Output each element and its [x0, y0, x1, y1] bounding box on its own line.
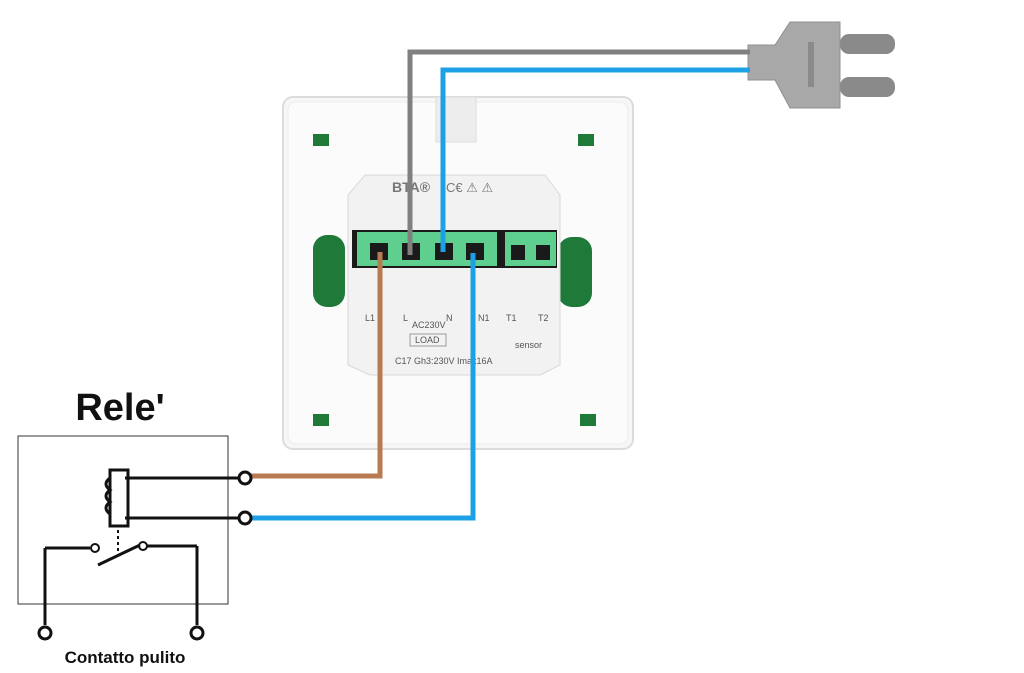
mount-hole: [313, 414, 329, 426]
label-l: L: [403, 313, 408, 323]
mount-hole: [578, 134, 594, 146]
label-n1: N1: [478, 313, 490, 323]
mount-hole: [580, 414, 596, 426]
screw-slot: [558, 237, 592, 307]
label-t2: T2: [538, 313, 549, 323]
relay-symbol: [17, 435, 240, 625]
power-plug: [747, 21, 895, 109]
mount-hole: [313, 134, 329, 146]
relay-coil-terminal-b: [237, 510, 253, 526]
contact-terminal-a: [37, 625, 53, 641]
certification-marks: C€ ⚠ ⚠: [446, 180, 493, 195]
label-ac230v: AC230V: [412, 320, 446, 330]
thermostat-back: BTA® C€ ⚠ ⚠ L1 L AC230V N N1 T1 T2 LOAD …: [282, 96, 634, 450]
wire-brown-load: [250, 252, 383, 479]
label-l1: L1: [365, 313, 375, 323]
relay-coil-terminal-a: [237, 470, 253, 486]
relay-caption: Contatto pulito: [65, 648, 186, 667]
label-sensor: sensor: [515, 340, 542, 350]
screw-slot: [313, 235, 345, 307]
wire-gray-live: [407, 49, 750, 255]
wire-blue-n1: [250, 253, 476, 521]
rating-label: C17 Gh3:230V Imax16A: [395, 356, 493, 366]
label-load: LOAD: [415, 335, 440, 345]
label-n: N: [446, 313, 453, 323]
label-t1: T1: [506, 313, 517, 323]
contact-terminal-b: [189, 625, 205, 641]
relay-title: Rele': [75, 387, 164, 429]
wire-blue-neutral: [440, 67, 750, 252]
